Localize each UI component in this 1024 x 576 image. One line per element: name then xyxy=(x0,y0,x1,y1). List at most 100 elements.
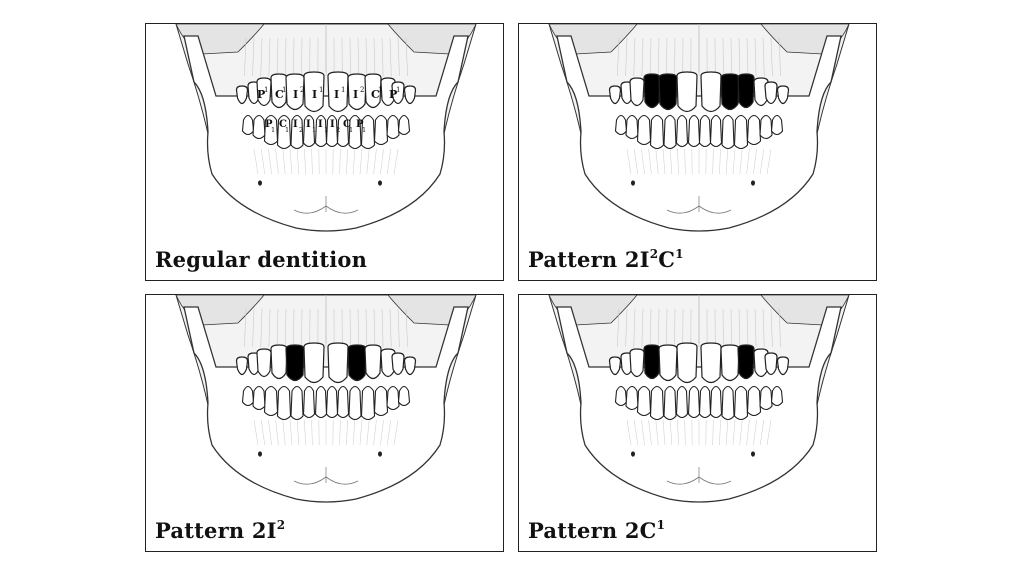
upper-root-line xyxy=(268,37,271,77)
lower-tooth xyxy=(687,385,701,419)
upper-root-line xyxy=(389,37,392,77)
upper-root-line xyxy=(625,37,628,77)
lower-tooth xyxy=(721,114,735,150)
upper-root-line xyxy=(770,37,773,77)
lower-root-line xyxy=(759,148,765,175)
upper-tooth xyxy=(303,342,325,384)
lower-tooth xyxy=(625,114,639,140)
lower-tooth xyxy=(663,385,677,421)
lower-root-line xyxy=(766,148,772,175)
lower-tooth xyxy=(675,385,689,419)
lower-root-line xyxy=(366,148,370,175)
upper-tooth xyxy=(608,85,622,105)
upper-tooth xyxy=(285,73,305,111)
upper-root-line xyxy=(276,37,279,77)
upper-tooth xyxy=(764,352,778,376)
lower-tooth-label: I xyxy=(306,119,311,130)
lower-root-line xyxy=(253,419,259,446)
lower-tooth xyxy=(360,385,376,421)
upper-tooth xyxy=(270,344,288,380)
upper-root-line xyxy=(730,37,732,77)
lower-tooth-label: C xyxy=(279,119,287,130)
lower-root-line xyxy=(677,148,679,175)
lower-root-line xyxy=(289,419,293,446)
lower-root-line xyxy=(282,148,286,175)
lower-tooth xyxy=(302,385,316,419)
lower-root-line xyxy=(311,419,313,446)
lower-tooth xyxy=(325,385,339,419)
mental-foramen-right xyxy=(378,180,382,186)
lower-root-line xyxy=(359,419,363,446)
lower-root-line xyxy=(725,148,729,175)
upper-tooth xyxy=(720,344,740,382)
upper-root-line xyxy=(617,37,620,77)
upper-tooth xyxy=(629,77,645,107)
lower-tooth xyxy=(733,114,749,150)
lower-root-line xyxy=(268,148,272,175)
lower-root-line xyxy=(641,148,645,175)
lower-tooth-subscript: 1 xyxy=(324,126,328,134)
upper-root-line xyxy=(778,37,781,77)
upper-root-line xyxy=(762,37,765,77)
upper-root-line xyxy=(641,37,644,77)
lower-tooth-label: I xyxy=(293,119,298,130)
lower-tooth xyxy=(314,385,328,419)
upper-tooth xyxy=(753,348,769,378)
lower-tooth xyxy=(360,114,376,150)
lower-root-line xyxy=(626,148,632,175)
upper-root-line xyxy=(268,308,271,348)
lower-tooth xyxy=(770,114,784,136)
upper-root-line xyxy=(284,308,287,348)
panel-pattern-2c1: Pattern 2C1 xyxy=(518,294,877,552)
upper-root-line xyxy=(778,308,781,348)
lower-root-line xyxy=(386,419,392,446)
upper-root-line xyxy=(357,308,359,348)
lower-tooth-subscript: 1 xyxy=(285,126,289,134)
upper-tooth xyxy=(347,73,367,111)
panel-caption: Pattern 2I2C1 xyxy=(528,247,684,272)
lower-tooth xyxy=(770,385,784,407)
lower-tooth xyxy=(386,114,400,140)
upper-tooth-label: P xyxy=(257,88,265,101)
lower-root-line xyxy=(275,148,279,175)
lower-tooth-label: C xyxy=(343,119,351,130)
upper-root-line xyxy=(244,308,247,348)
lower-tooth xyxy=(336,385,350,419)
lower-root-line xyxy=(352,419,356,446)
lower-root-line xyxy=(712,419,714,446)
upper-tooth-superscript: 1 xyxy=(378,86,382,94)
missing-tooth xyxy=(737,73,755,109)
lower-root-line xyxy=(739,148,743,175)
lower-root-line xyxy=(677,419,679,446)
upper-tooth xyxy=(235,85,249,105)
upper-tooth xyxy=(776,356,790,376)
mental-foramen-left xyxy=(631,451,635,457)
upper-tooth xyxy=(380,348,396,378)
lower-tooth xyxy=(746,385,762,417)
lower-tooth xyxy=(614,114,628,136)
lower-root-line xyxy=(304,419,306,446)
upper-tooth xyxy=(256,348,272,378)
upper-root-line xyxy=(754,308,757,348)
lower-root-line xyxy=(352,148,356,175)
upper-tooth xyxy=(753,77,769,107)
upper-tooth xyxy=(256,77,272,107)
upper-tooth xyxy=(391,352,405,376)
lower-root-line xyxy=(753,148,757,175)
lower-tooth-subscript: 1 xyxy=(271,126,275,134)
missing-tooth xyxy=(658,73,678,111)
lower-root-line xyxy=(648,419,652,446)
lower-root-line xyxy=(739,419,743,446)
lower-root-line xyxy=(732,148,736,175)
skull-illustration xyxy=(548,24,850,232)
upper-tooth xyxy=(391,81,405,105)
skull-illustration xyxy=(175,295,477,503)
lower-root-line xyxy=(380,148,384,175)
lower-tooth xyxy=(241,114,255,136)
lower-root-line xyxy=(260,148,266,175)
lower-tooth-subscript: 1 xyxy=(362,126,366,134)
lower-root-line xyxy=(373,148,377,175)
lower-tooth-subscript: 2 xyxy=(299,126,303,134)
lower-tooth xyxy=(649,114,665,150)
